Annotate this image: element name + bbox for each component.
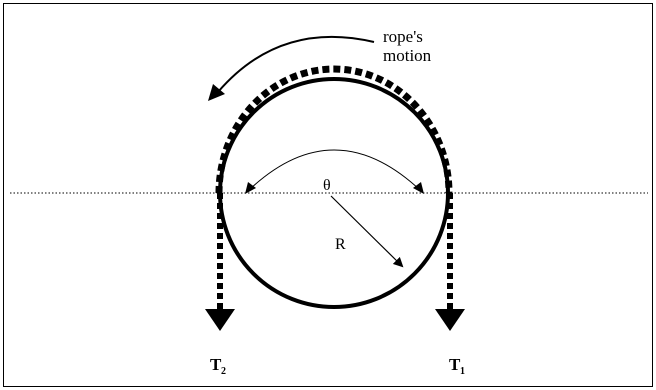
radius-line — [330, 195, 404, 268]
caption-line-1: rope's — [383, 27, 423, 46]
tension-left-label: T 2 — [210, 355, 226, 377]
theta-arrowhead-left-icon — [245, 182, 256, 194]
diagram-frame — [3, 3, 653, 387]
tension-left-subscript: 2 — [221, 366, 226, 377]
tension-left-letter: T — [210, 355, 222, 374]
theta-label: θ — [323, 177, 331, 194]
theta-arrowhead-right-icon — [413, 182, 424, 194]
tension-right-label: T 1 — [449, 355, 465, 377]
tension-right-letter: T — [449, 355, 461, 374]
motion-arrowhead-icon — [208, 84, 225, 101]
arrow-down-left-icon — [205, 309, 235, 331]
motion-arc — [217, 35, 375, 93]
tension-right-subscript: 1 — [460, 366, 465, 377]
arrow-down-right-icon — [435, 309, 465, 331]
rope-wrap — [215, 65, 453, 194]
radius-label: R — [335, 236, 346, 253]
theta-angle-arc — [248, 149, 421, 191]
caption-line-2: motion — [383, 46, 432, 65]
